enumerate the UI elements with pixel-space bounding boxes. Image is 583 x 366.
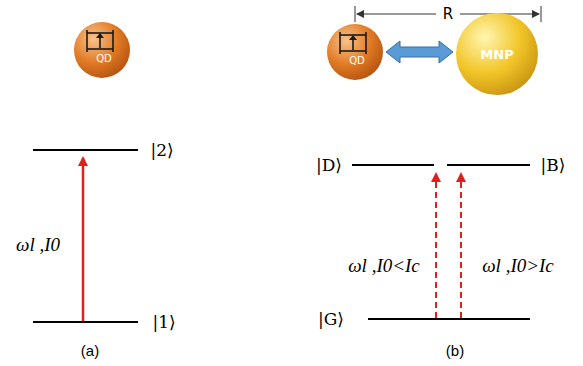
level-icon-part bbox=[87, 48, 113, 50]
laser-label: ωl ,I0 bbox=[16, 234, 60, 256]
excitation-arrow bbox=[435, 174, 437, 318]
level-icon bbox=[327, 24, 383, 80]
excitation-arrow bbox=[460, 174, 462, 318]
nanoparticle-sphere: MNP bbox=[456, 13, 538, 95]
level-icon-part bbox=[352, 39, 354, 50]
level-icon-part bbox=[349, 35, 357, 40]
dimension-tick bbox=[355, 6, 356, 22]
level-line bbox=[447, 164, 530, 166]
level-icon-part bbox=[112, 30, 114, 52]
sphere-label: QD bbox=[96, 53, 112, 64]
state-label: |B⟩ bbox=[541, 155, 566, 175]
excitation-arrow bbox=[82, 158, 85, 321]
quantum-dot-sphere: QD bbox=[327, 24, 383, 80]
state-label: |1⟩ bbox=[152, 312, 175, 332]
level-icon-part bbox=[340, 50, 366, 52]
distance-label: R bbox=[439, 5, 457, 23]
panel-label: (a) bbox=[81, 342, 99, 359]
level-icon-part bbox=[86, 30, 88, 52]
level-icon-part bbox=[339, 32, 341, 54]
level-line bbox=[33, 149, 138, 151]
sphere-label: QD bbox=[349, 55, 365, 66]
level-line bbox=[352, 164, 434, 166]
quantum-dot-sphere: QD bbox=[74, 22, 130, 78]
panel-label: (b) bbox=[446, 342, 464, 359]
coupling-arrow bbox=[386, 41, 453, 63]
state-label: |2⟩ bbox=[150, 140, 173, 160]
state-label: |G⟩ bbox=[318, 309, 344, 329]
level-icon bbox=[74, 22, 130, 78]
state-label: |D⟩ bbox=[316, 155, 342, 175]
level-icon-part bbox=[96, 33, 104, 38]
level-icon-part bbox=[99, 37, 101, 48]
dimension-tick bbox=[541, 6, 542, 22]
sphere-label: MNP bbox=[480, 47, 513, 62]
level-line bbox=[33, 321, 138, 323]
level-icon-part bbox=[365, 32, 367, 54]
dimension-line bbox=[357, 14, 436, 15]
laser-label: ωl ,I0>Ic bbox=[482, 255, 554, 277]
level-line bbox=[368, 318, 530, 320]
laser-label: ωl ,I0<Ic bbox=[348, 255, 420, 277]
